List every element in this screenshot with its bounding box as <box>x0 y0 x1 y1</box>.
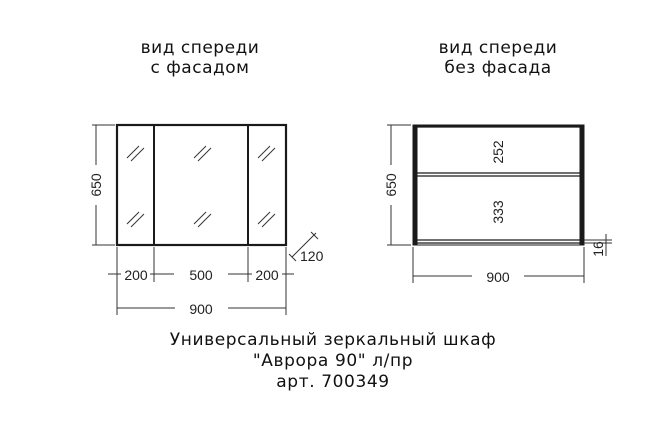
right-height-dimension <box>387 124 411 246</box>
lower-shelf-label: 333 <box>490 200 506 224</box>
depth-dimension <box>288 231 319 262</box>
section-left-label: 200 <box>124 267 148 283</box>
board-thickness-dimension <box>584 234 612 256</box>
caption-line-model: "Аврора 90" л/пр <box>252 351 414 371</box>
section-middle-label: 500 <box>189 267 213 283</box>
depth-label: 120 <box>300 248 324 264</box>
left-width-label: 900 <box>189 301 213 317</box>
left-view-title-line2: с фасадом <box>150 58 250 78</box>
right-view-title-line1: вид спереди <box>438 38 558 58</box>
right-height-label: 650 <box>383 173 399 197</box>
product-caption: Универсальный зеркальный шкаф "Аврора 90… <box>0 330 666 393</box>
left-height-label: 650 <box>88 173 104 197</box>
right-view-title-line2: без фасада <box>444 58 552 78</box>
right-width-dimension <box>412 247 585 283</box>
left-view-title-line1: вид спереди <box>140 38 260 58</box>
cabinet-without-facade <box>412 124 585 246</box>
right-width-label: 900 <box>486 269 510 285</box>
upper-shelf-label: 252 <box>490 140 506 164</box>
caption-line-article: арт. 700349 <box>276 372 390 392</box>
section-right-label: 200 <box>255 267 279 283</box>
mirror-glint-icons <box>126 145 276 228</box>
right-view-title: вид спереди без фасада <box>398 38 598 78</box>
caption-line-product-type: Универсальный зеркальный шкаф <box>169 330 497 350</box>
left-view-title: вид спереди с фасадом <box>100 38 300 78</box>
section-width-dimension <box>108 247 294 315</box>
cabinet-with-facade <box>115 123 288 247</box>
left-height-dimension <box>92 124 115 246</box>
board-thickness-label: 16 <box>590 241 606 257</box>
